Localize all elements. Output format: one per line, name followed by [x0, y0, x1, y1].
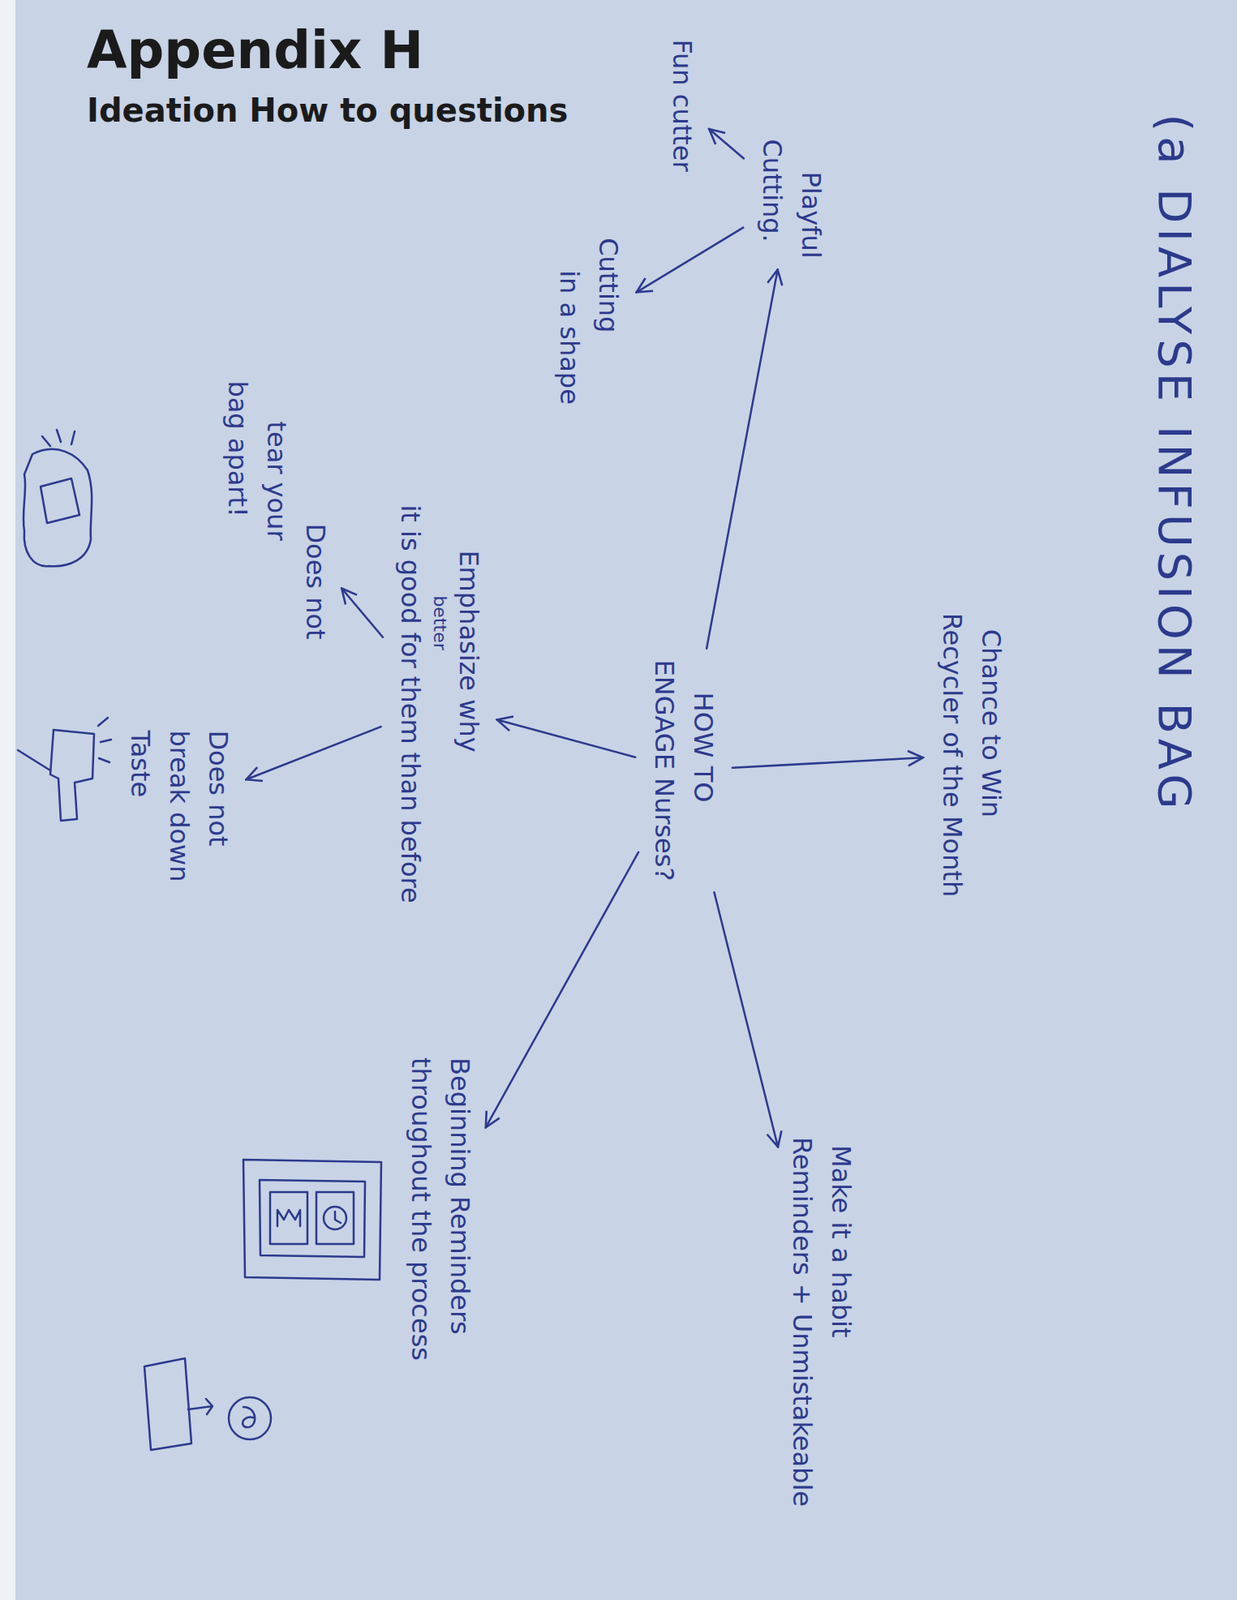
tooth-sketch: [50, 730, 95, 821]
idea-text: HOW TO: [683, 660, 723, 882]
inserted-word: better: [429, 504, 449, 903]
small-box-sketch: [144, 1358, 192, 1451]
idea-arrow: [246, 726, 382, 780]
idea-text: it is good for them than before: [390, 504, 430, 903]
idea-arrow: [708, 128, 744, 159]
device-screen-a: [270, 1192, 308, 1245]
idea-text: Cutting.: [751, 138, 791, 258]
sheet-heading: (a DIALYSE INFUSION BAG: [1146, 113, 1201, 814]
small-box-stem: [188, 1399, 213, 1415]
idea-text: break down: [158, 730, 198, 882]
idea-arrow: [341, 588, 383, 637]
idea-text: ENGAGE Nurses?: [644, 660, 684, 882]
mindmap-idea: Beginning Remindersthroughout the proces…: [398, 1052, 483, 1366]
bag-rays: [42, 429, 75, 447]
idea-arrow: [732, 757, 924, 769]
idea-text: Does not: [197, 730, 237, 882]
bag-sketch: [23, 449, 92, 567]
idea-arrow: [497, 719, 636, 757]
mindmap-idea: Does notbreak downTaste: [116, 725, 241, 887]
idea-text: tear your: [256, 380, 296, 640]
device-outer: [243, 1159, 382, 1280]
idea-text: throughout the process: [401, 1057, 441, 1362]
tooth-rays: [98, 717, 112, 763]
bag-inner-square: [40, 478, 80, 524]
mindmap-idea: Fun cutter: [658, 34, 705, 177]
idea-text: Reminders + Unmistakeable: [782, 1137, 822, 1508]
idea-text: in a shape: [549, 237, 589, 405]
idea-text: Fun cutter: [661, 38, 701, 172]
appendix-subtitle: Ideation How to questions: [86, 89, 568, 132]
idea-text: Beginning Reminders: [440, 1057, 480, 1362]
mindmap-idea: PlayfulCutting.: [748, 133, 834, 263]
idea-arrow: [485, 852, 639, 1128]
idea-text: Chance to Win: [971, 613, 1011, 898]
idea-text: Taste: [120, 730, 159, 882]
idea-arrow: [636, 227, 744, 293]
mindmap-idea: Does nottear yourbag apart!: [214, 375, 338, 645]
small-circle-sketch: [228, 1397, 271, 1440]
mindmap-idea: Make it a habitReminders + Unmistakeable: [779, 1132, 864, 1512]
device-icon-b-arrow: [335, 1211, 341, 1224]
idea-text: Recycler of the Month: [932, 613, 972, 898]
paper-sheet: [15, 0, 1237, 1600]
mindmap-idea: Chance to WinRecycler of the Month: [929, 608, 1014, 903]
idea-text: Make it a habit: [821, 1137, 861, 1508]
mindmap-idea: Cuttingin a shape: [546, 232, 632, 410]
mindmap-idea: HOW TOENGAGE Nurses?: [641, 655, 726, 887]
idea-text: Does not: [295, 380, 335, 640]
device-inner: [259, 1180, 366, 1258]
idea-text: Emphasize why: [448, 504, 488, 903]
idea-arrow: [713, 892, 778, 1147]
small-circle-squiggle: [242, 1407, 255, 1428]
idea-text: bag apart!: [217, 380, 257, 640]
mindmap-idea: Emphasize whybetterit is good for them t…: [386, 499, 491, 908]
tooth-line: [17, 750, 51, 771]
idea-arrow: [706, 269, 778, 649]
device-screen-b: [316, 1192, 354, 1245]
idea-text: Cutting: [588, 237, 628, 405]
idea-text: Playful: [790, 138, 830, 258]
appendix-title: Appendix H: [86, 17, 424, 83]
device-icon-a: [277, 1210, 301, 1227]
device-icon-b: [323, 1206, 347, 1230]
